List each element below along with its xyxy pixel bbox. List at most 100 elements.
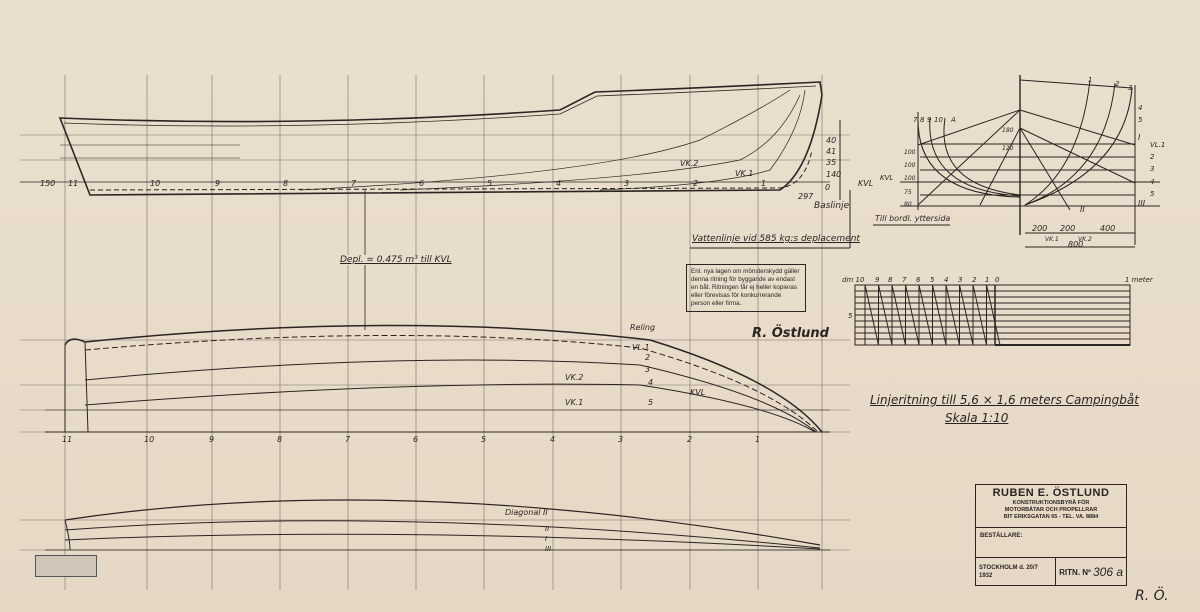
profile-station-label: 3 — [624, 179, 629, 188]
body-height-dim: 80 — [904, 201, 912, 208]
body-aft-station: 9 — [927, 116, 932, 124]
profile-waterline-note: Vattenlinje vid 585 kg:s deplacement — [692, 234, 860, 244]
profile-station-label: 10 — [150, 179, 160, 188]
waterline-label: 2 — [1150, 153, 1155, 161]
body-total-width: 800 — [1068, 240, 1083, 249]
diagonal-mark: III — [545, 545, 551, 553]
half-breadth-label: 5 — [648, 398, 653, 407]
diagonal-mark: I — [545, 535, 547, 543]
profile-station-label: 8 — [283, 179, 288, 188]
kvl-label: KVL — [858, 179, 873, 188]
waterline-label: 5 — [1150, 190, 1155, 198]
plan-station-label: 8 — [277, 435, 282, 444]
profile-dim: 297 — [798, 192, 814, 201]
body-aft-station: 7 — [913, 116, 918, 124]
firm-name: RUBEN E. ÖSTLUND — [992, 487, 1110, 499]
scale-bar-label: 4 — [944, 276, 948, 284]
body-fwd-station: 5 — [1138, 116, 1143, 124]
half-breadth-label: 3 — [645, 365, 650, 374]
diagonal-label: Diagonal II — [505, 508, 548, 517]
buttock-label: VK.1 — [735, 169, 753, 178]
body-aft-station: 10 — [934, 116, 943, 124]
signature: R. Östlund — [752, 326, 829, 341]
scale-bar-label: 8 — [888, 276, 893, 284]
title-block: RUBEN E. ÖSTLUND KONSTRUKTIONSBYRÅ FÖR M… — [975, 484, 1127, 586]
customer-field: BESTÄLLARE: — [976, 528, 1126, 558]
diagonal-mark: II — [1080, 205, 1085, 214]
firm-line2: MOTORBÅTAR OCH PROPELLRAR — [1004, 507, 1098, 513]
drawing-no-label: RITN. Nº — [1059, 567, 1091, 577]
firm-line3: BIT ERIKSGATAN 65 - TEL. VA. 8884 — [1003, 514, 1099, 520]
profile-dim: 40 — [826, 136, 836, 145]
body-height-dim: 100 — [904, 162, 916, 169]
body-width-dim: 400 — [1100, 224, 1115, 233]
body-fwd-station: 2 — [1115, 80, 1120, 88]
buttock-label: VK.2 — [680, 159, 698, 168]
plan-station-label: 1 — [755, 435, 760, 444]
drawing-title: Linjeritning till 5,6 × 1,6 meters Campi… — [870, 393, 1139, 407]
body-height-dim: 120 — [1002, 145, 1014, 152]
half-breadth-label: Reling — [630, 323, 655, 332]
plan-station-label: 7 — [345, 435, 351, 444]
half-breadth-label: VL 1 — [632, 343, 650, 352]
profile-view — [20, 81, 851, 330]
diagonal-mark: I — [1138, 133, 1141, 142]
half-breadth-label: 4 — [648, 378, 653, 387]
body-height-dim: 100 — [904, 149, 916, 156]
scale-bar-label: 1 meter — [1125, 276, 1154, 284]
displacement-note: Depl. = 0.475 m³ till KVL — [340, 255, 452, 265]
profile-station-label: 0 — [825, 183, 830, 192]
plan-station-label: 4 — [550, 435, 555, 444]
body-height-dim: 100 — [904, 175, 916, 182]
diagonal-mark: II — [545, 525, 549, 533]
profile-dim: 41 — [826, 147, 836, 156]
body-offsets-note: Till bordl. yttersida — [875, 214, 951, 223]
body-width-dim: 200 — [1032, 224, 1047, 233]
copyright-notice: Enl. nya lagen om mönsterskydd gäller de… — [686, 264, 806, 312]
diagonal-plan — [45, 499, 830, 551]
diagonal-mark: III — [1138, 199, 1146, 208]
body-height-dim: 75 — [904, 189, 912, 196]
profile-dim: 35 — [826, 158, 836, 167]
plan-station-label: 2 — [687, 435, 692, 444]
plan-station-label: 5 — [481, 435, 486, 444]
profile-station-label: 6 — [419, 179, 424, 188]
body-fwd-station: 1 — [1088, 76, 1092, 84]
scale-bar-label: 6 — [916, 276, 921, 284]
initials: R. Ö. — [1135, 588, 1169, 604]
half-breadth-label: VK.1 — [565, 398, 583, 407]
scale-bar-label: 3 — [958, 276, 962, 284]
plan-station-label: 9 — [209, 435, 214, 444]
scale-bar-label: dm 10 — [842, 276, 865, 284]
body-kvl-label: KVL — [880, 174, 893, 182]
half-breadth-label: KVL — [690, 388, 705, 397]
profile-station-label: 9 — [215, 179, 220, 188]
scale-bar — [854, 284, 1131, 346]
scale-bar-label: 0 — [995, 276, 1000, 284]
profile-station-label: 1 — [761, 179, 766, 188]
place-date: STOCKHOLM d. 20/7 1932 — [979, 565, 1038, 579]
scale-bar-label: 2 — [972, 276, 977, 284]
scale-bar-label: 1 — [985, 276, 989, 284]
plan-station-label: 11 — [62, 435, 72, 444]
stern-label: 150 — [40, 179, 55, 188]
drawing-scale: Skala 1:10 — [945, 411, 1009, 425]
body-height-dim: 180 — [1002, 127, 1014, 134]
waterline-label: VL.1 — [1150, 141, 1165, 149]
drawing-no-value: 306 a — [1092, 565, 1123, 579]
archive-stamp — [35, 555, 97, 577]
body-aft-station: A — [950, 116, 956, 124]
plan-station-label: 6 — [413, 435, 418, 444]
half-breadth-plan — [45, 324, 830, 433]
waterline-label: 3 — [1150, 165, 1154, 173]
half-breadth-label: 2 — [645, 353, 650, 362]
plan-station-label: 10 — [144, 435, 154, 444]
scale-bar-side-label: 5 — [848, 312, 853, 320]
firm-line1: KONSTRUKTIONSBYRÅ FÖR — [1012, 500, 1090, 506]
body-buttock-label: VK.2 — [1078, 236, 1092, 243]
body-plan-view — [873, 75, 1160, 248]
